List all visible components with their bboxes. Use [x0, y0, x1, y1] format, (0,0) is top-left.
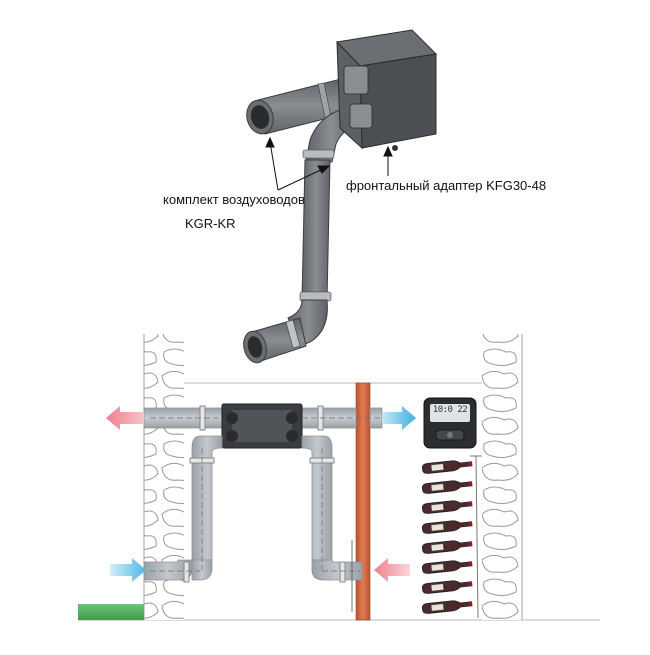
wine-bottle-icon	[422, 600, 473, 614]
cellar-scene	[78, 334, 600, 621]
wine-bottle-icon	[422, 480, 473, 494]
wine-bottle-icon	[422, 500, 473, 514]
arrow-icon	[106, 406, 144, 430]
leader-lines	[265, 136, 393, 191]
thermostat-icon	[423, 397, 477, 449]
heating-pipe	[355, 382, 371, 621]
duct-kit-model: KGR-KR	[185, 216, 236, 231]
front-adapter-label: фронтальный адаптер KFG30-48	[346, 178, 547, 193]
grass	[78, 604, 144, 620]
wine-bottle-icon	[422, 460, 473, 474]
wine-bottle-icon	[422, 560, 473, 574]
unit-with-duct-kit	[243, 29, 438, 364]
arrow-icon	[382, 406, 416, 430]
duct-kit-label: комплект воздуховодов	[163, 192, 305, 207]
thermostat-display: 10:0 22	[432, 405, 468, 415]
arrow-icon	[374, 558, 410, 582]
wine-bottle-icon	[422, 580, 473, 594]
wine-bottle-icon	[422, 540, 473, 554]
wine-bottles	[422, 460, 473, 614]
arrow-icon	[110, 558, 146, 582]
wine-rack	[470, 455, 482, 619]
wine-bottle-icon	[422, 520, 473, 534]
